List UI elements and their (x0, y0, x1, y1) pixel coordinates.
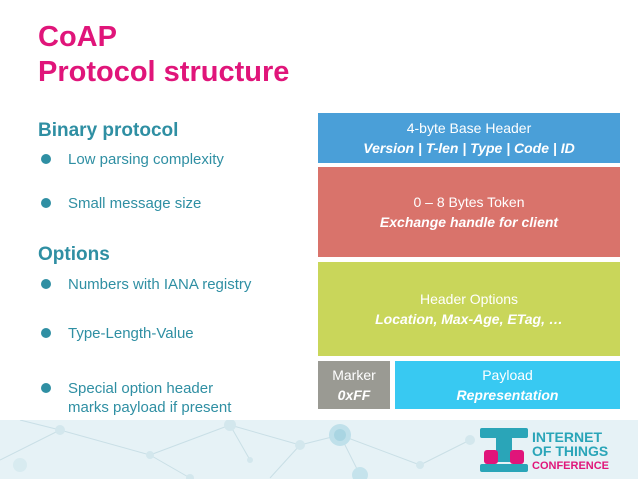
header-options-detail: Location, Max-Age, ETag, … (375, 311, 563, 327)
title-line-2: Protocol structure (38, 56, 290, 88)
token-label: 0 – 8 Bytes Token (413, 194, 525, 210)
options-bullet-1: Numbers with IANA registry (38, 275, 298, 294)
bullet-text: Low parsing complexity (68, 151, 224, 168)
marker-detail: 0xFF (337, 387, 371, 403)
logo-line-2: OF THINGS (532, 443, 609, 459)
payload-label: Payload (482, 367, 533, 383)
bullet-text: Type-Length-Value (68, 325, 194, 342)
bullet-text: Numbers with IANA registry (68, 276, 252, 293)
binary-protocol-heading: Binary protocol (38, 120, 179, 141)
binary-bullet-2: Small message size (38, 194, 298, 213)
payload-block: Payload Representation (395, 361, 620, 409)
options-bullet-3: Special option header marks payload if p… (38, 379, 253, 417)
bullet-dot (41, 328, 51, 338)
network-decoration (0, 420, 475, 479)
base-header-block: 4-byte Base Header Version | T-len | Typ… (318, 113, 620, 163)
conference-logo-icon (480, 428, 528, 472)
base-header-detail: Version | T-len | Type | Code | ID (363, 140, 575, 156)
bullet-dot (41, 383, 51, 393)
logo-line-1: INTERNET (532, 429, 602, 445)
options-bullet-2: Type-Length-Value (38, 324, 298, 343)
binary-bullet-1: Low parsing complexity (38, 150, 298, 169)
payload-detail: Representation (456, 387, 559, 403)
token-block: 0 – 8 Bytes Token Exchange handle for cl… (318, 167, 620, 257)
logo-line-3: CONFERENCE (532, 460, 610, 472)
marker-label: Marker (332, 367, 376, 383)
bullet-dot (41, 154, 51, 164)
bullet-dot (41, 198, 51, 208)
bullet-dot (41, 279, 51, 289)
header-options-block: Header Options Location, Max-Age, ETag, … (318, 262, 620, 356)
options-heading: Options (38, 244, 110, 265)
marker-block: Marker 0xFF (318, 361, 390, 409)
slide-title: CoAP Protocol structure (38, 20, 289, 90)
header-options-label: Header Options (419, 291, 519, 307)
token-detail: Exchange handle for client (379, 214, 559, 230)
bullet-text: Special option header marks payload if p… (68, 380, 232, 416)
title-line-1: CoAP (38, 21, 117, 53)
footer-band: INTERNET OF THINGS CONFERENCE (0, 420, 638, 479)
bullet-text: Small message size (68, 195, 202, 212)
base-header-label: 4-byte Base Header (406, 120, 532, 136)
